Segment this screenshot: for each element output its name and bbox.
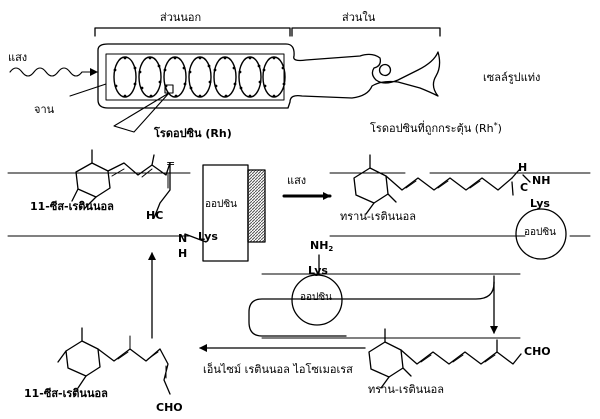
outer-segment-label: ส่วนนอก xyxy=(160,11,202,24)
opsin-label-middle: ออปซิน xyxy=(300,292,332,303)
nh2-label: NH2 xyxy=(310,240,333,253)
aldehyde-oxygen-top: = xyxy=(166,157,176,170)
discs xyxy=(113,56,286,98)
disc xyxy=(238,56,262,98)
cis-retinal-bottom xyxy=(57,327,171,395)
activated-rhodopsin-mark: * xyxy=(493,121,498,130)
inner-lamella xyxy=(105,53,285,101)
light-arrow-label: แสง xyxy=(287,174,307,187)
cis-retinal-label-top: 11-ซีส-เรตินนอล xyxy=(30,200,114,213)
opsin-circle xyxy=(291,274,343,326)
lys-label-top-left: Lys xyxy=(198,230,218,243)
activated-rhodopsin-label: โรดอปซินที่ถูกกระตุ้น (Rh*) xyxy=(370,121,502,135)
opsin-circle xyxy=(515,208,567,260)
disc xyxy=(262,56,286,98)
rhodopsin-wedge xyxy=(113,92,170,133)
activated-rhodopsin-close: ) xyxy=(497,122,502,135)
trans-retinal-label-bottom: ทราน-เรตินนอล xyxy=(368,383,445,396)
rhodopsin-label: โรดอปซิน (Rh) xyxy=(154,127,232,140)
cis-retinal-label-bottom: 11-ซีส-เรตินนอล xyxy=(24,387,108,400)
disc xyxy=(188,56,212,98)
nh-label-right: NH xyxy=(532,174,551,187)
rod-cell xyxy=(94,27,441,109)
opsin-box xyxy=(202,164,249,262)
disc-label: จาน xyxy=(34,103,55,116)
opsin-block-top xyxy=(184,164,266,262)
disc xyxy=(138,56,162,98)
trans-retinal-top xyxy=(353,154,567,260)
disc xyxy=(213,56,237,98)
trans-retinal-bottom xyxy=(368,328,522,389)
disc-pointer xyxy=(69,83,107,97)
h-label: H xyxy=(178,247,188,260)
cell-pore xyxy=(378,63,392,77)
opsin-hatched-face xyxy=(247,169,266,243)
light-wave xyxy=(9,67,98,77)
cell-pointers xyxy=(9,67,174,133)
cho-label-bottom: CHO xyxy=(156,401,183,414)
trans-retinal-label-top: ทราน-เรตินนอล xyxy=(340,210,417,223)
disc xyxy=(163,56,187,98)
return-arc xyxy=(248,275,495,337)
activated-rhodopsin-text: โรดอปซินที่ถูกกระตุ้น (Rh xyxy=(370,122,494,135)
opsin-label-top-left: ออปซิน xyxy=(205,199,237,210)
cell-brackets xyxy=(94,27,441,37)
rod-cell-outline xyxy=(97,43,441,109)
nh2-main: NH xyxy=(310,239,329,252)
cho-label-right: CHO xyxy=(524,345,551,358)
h-label-right: H xyxy=(518,161,528,174)
lys-label-right: Lys xyxy=(530,197,550,210)
n-label: N xyxy=(178,232,188,245)
enzyme-label: เอ็นไซม์ เรตินนอล ไอโซเมอเรส xyxy=(203,363,353,376)
middle-cycle xyxy=(148,252,498,352)
opsin-label-right: ออปซิน xyxy=(524,227,556,238)
rod-cell-label: เซลล์รูปแท่ง xyxy=(483,71,541,84)
light-label: แสง xyxy=(8,51,28,64)
membranes xyxy=(7,172,591,339)
inner-segment-label: ส่วนใน xyxy=(342,11,376,24)
disc xyxy=(113,56,137,98)
nh2-sub: 2 xyxy=(328,245,334,253)
lys-label-middle: Lys xyxy=(308,264,328,277)
hc-label: HC xyxy=(146,209,164,222)
c-label-right: C xyxy=(520,181,529,194)
cis-retinal-top xyxy=(71,149,171,219)
